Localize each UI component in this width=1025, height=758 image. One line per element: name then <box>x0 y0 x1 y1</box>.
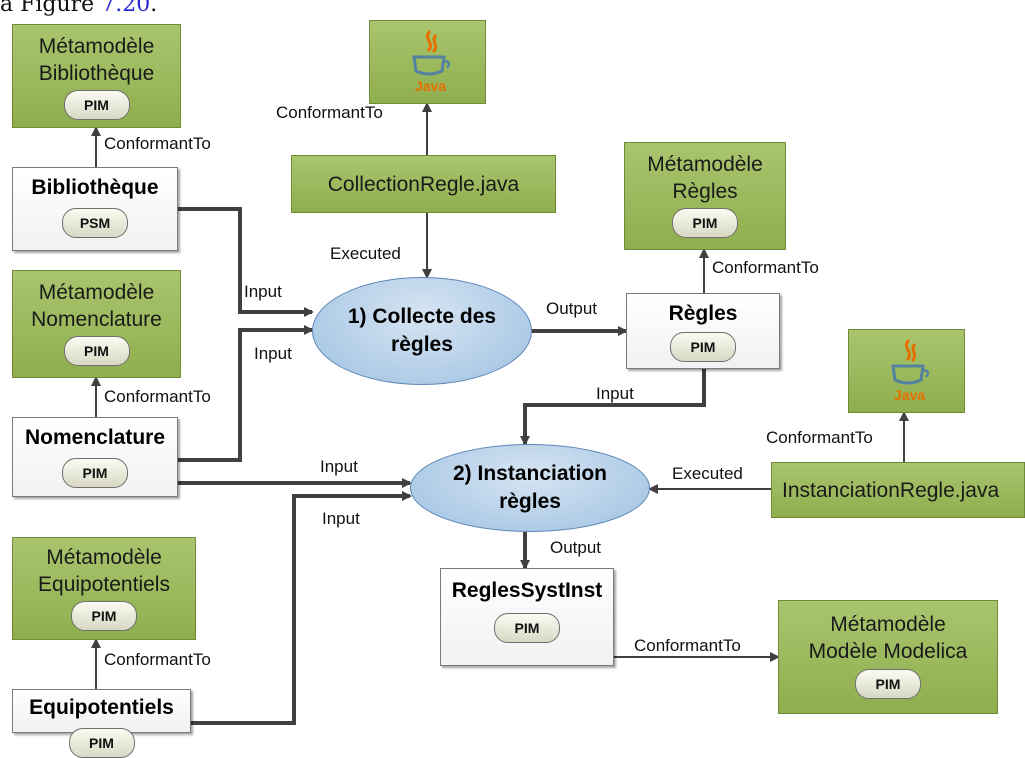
metamodel-title-line1: Métamodèle <box>647 153 763 176</box>
file-name: CollectionRegle.java <box>327 173 520 196</box>
edge-label-input: Input <box>320 457 358 476</box>
metamodel-title-line2: Règles <box>672 180 738 203</box>
metamodel-title-line1: Métamodèle <box>46 546 162 569</box>
pim-tag: PIM <box>670 332 736 362</box>
edge-label-conformant: ConformantTo <box>634 636 741 655</box>
edge-label-conformant: ConformantTo <box>104 387 211 406</box>
java-logo-2: Java <box>848 329 965 413</box>
edge-label-conformant: ConformantTo <box>766 428 873 447</box>
edge-label-conformant: ConformantTo <box>712 258 819 277</box>
java-steam-icon <box>904 338 917 363</box>
metamodel-equipotentiels[interactable]: Métamodèle Equipotentiels PIM <box>12 537 196 640</box>
model-bibliotheque[interactable]: Bibliothèque PSM <box>12 167 178 251</box>
model-regles-syst-inst[interactable]: ReglesSystInst PIM <box>440 568 614 666</box>
instanciation-regle-java[interactable]: InstanciationRegle.java <box>771 462 1025 518</box>
model-title: Equipotentiels <box>29 696 174 719</box>
edge-label-input: Input <box>322 509 360 528</box>
metamodel-title-line1: Métamodèle <box>830 613 946 636</box>
pim-tag: PIM <box>71 601 137 631</box>
model-regles[interactable]: Règles PIM <box>626 293 780 369</box>
edge-equi-inst <box>191 491 412 725</box>
metamodel-bibliotheque[interactable]: Métamodèle Bibliothèque PIM <box>12 24 181 128</box>
java-text: Java <box>415 78 446 94</box>
model-title: ReglesSystInst <box>451 579 603 602</box>
java-steam-icon <box>425 29 438 54</box>
caption: a Figure 7.20. <box>0 0 157 17</box>
pim-tag: PIM <box>494 613 560 643</box>
model-nomenclature[interactable]: Nomenclature PIM <box>12 417 178 497</box>
edge-label-conformant: ConformantTo <box>104 650 211 669</box>
pim-tag: PIM <box>63 90 130 120</box>
process-title-line1: 2) Instanciation <box>452 462 608 485</box>
java-cup-icon <box>412 55 446 76</box>
edge-label-input: Input <box>254 344 292 363</box>
pim-tag: PIM <box>672 208 738 238</box>
pim-tag: PIM <box>62 458 128 488</box>
metamodel-title-line2: Nomenclature <box>31 308 162 331</box>
edge-nomen-collect <box>178 325 314 462</box>
edge-label-conformant: ConformantTo <box>276 103 383 122</box>
pim-tag: PIM <box>68 728 135 758</box>
psm-tag: PSM <box>62 208 128 238</box>
pim-tag: PIM <box>855 669 921 699</box>
process-title-line2: règles <box>499 490 561 513</box>
process-instanciation-regles[interactable]: 2) Instanciation règles <box>410 444 650 532</box>
metamodel-title-line1: Métamodèle <box>38 281 155 304</box>
edge-label-input: Input <box>244 282 282 301</box>
edge-label-conformant: ConformantTo <box>104 134 211 153</box>
figure-ref-link[interactable]: 7.20 <box>101 0 151 17</box>
metamodel-title-line2: Modèle Modelica <box>808 640 968 663</box>
process-title-line2: règles <box>391 333 453 356</box>
edge-label-output: Output <box>546 299 598 318</box>
file-name: InstanciationRegle.java <box>782 479 1000 502</box>
model-title: Nomenclature <box>24 426 166 449</box>
java-text: Java <box>894 387 925 403</box>
metamodel-title-line2: Bibliothèque <box>38 62 155 85</box>
edge-label-executed: Executed <box>672 464 743 483</box>
metamodel-regles[interactable]: Métamodèle Règles PIM <box>624 142 786 250</box>
connectors <box>91 102 909 725</box>
metamodel-modelica[interactable]: Métamodèle Modèle Modelica PIM <box>778 600 998 714</box>
java-cup-icon <box>891 364 925 385</box>
edge-biblio-collect <box>178 207 314 317</box>
edge-regles-inst <box>520 369 706 446</box>
model-title: Bibliothèque <box>31 176 159 199</box>
pim-tag: PIM <box>63 336 130 366</box>
metamodel-title-line1: Métamodèle <box>38 35 155 58</box>
process-collecte-regles[interactable]: 1) Collecte des règles <box>312 277 532 385</box>
model-title: Règles <box>668 302 738 325</box>
metamodel-title-line2: Equipotentiels <box>38 573 170 596</box>
edge-label-executed: Executed <box>330 244 401 263</box>
process-title-line1: 1) Collecte des <box>347 305 497 328</box>
model-equipotentiels[interactable]: Equipotentiels PIM <box>12 689 191 758</box>
edge-label-input: Input <box>596 384 634 403</box>
java-logo-1: Java <box>369 20 486 104</box>
metamodel-nomenclature[interactable]: Métamodèle Nomenclature PIM <box>12 270 181 378</box>
edge-label-output: Output <box>550 538 602 557</box>
collection-regle-java[interactable]: CollectionRegle.java <box>291 155 556 213</box>
